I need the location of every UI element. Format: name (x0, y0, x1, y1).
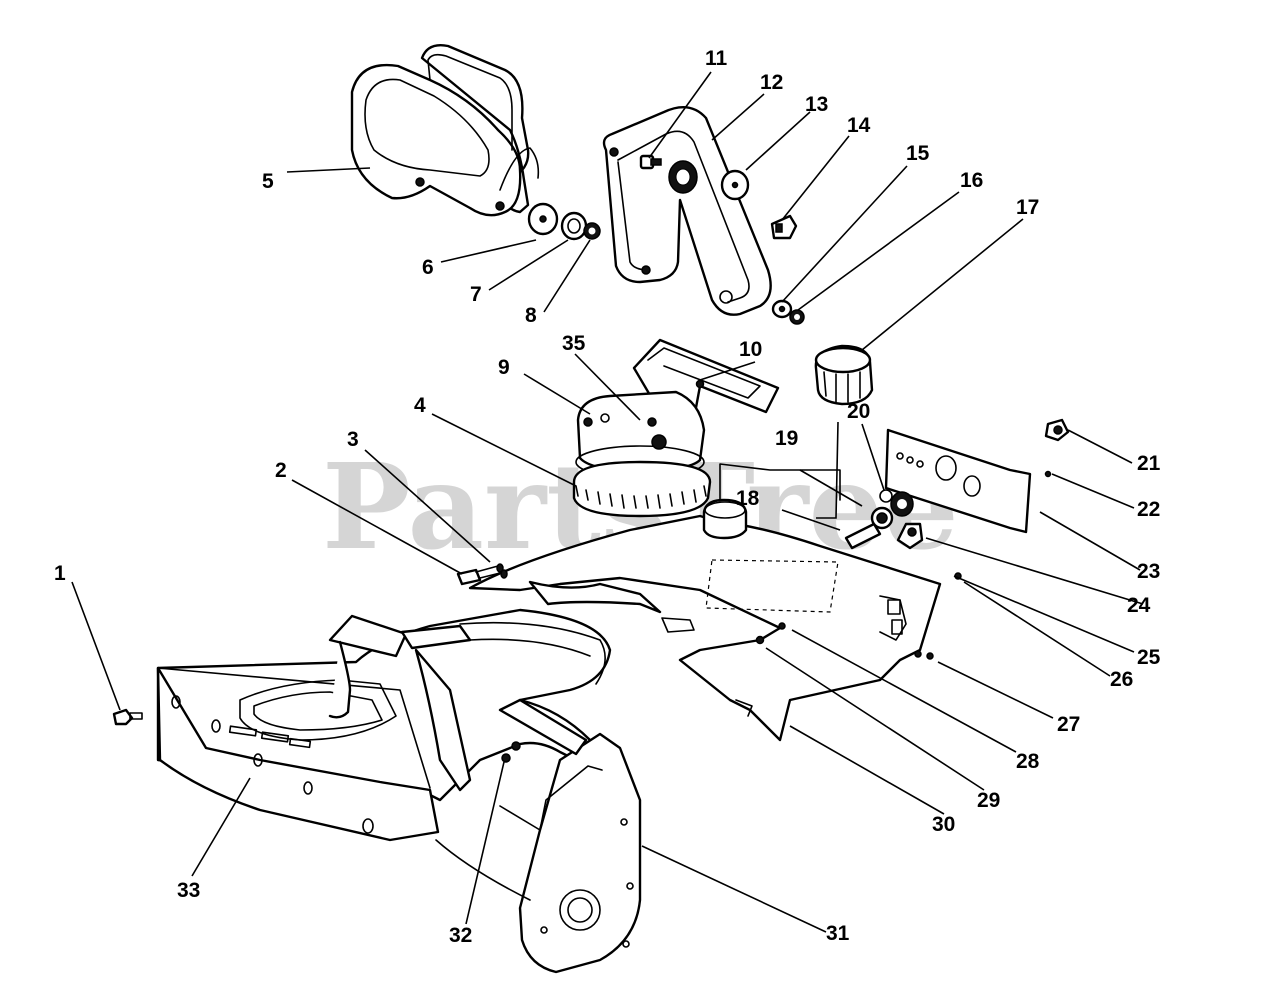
callout-9: 9 (498, 356, 510, 379)
callout-28: 28 (1016, 750, 1040, 773)
callout-16: 16 (960, 169, 983, 192)
callout-13: 13 (805, 93, 828, 116)
hardware-small (112, 418, 1070, 726)
leader-lines (71, 71, 1144, 933)
callout-26: 26 (1110, 668, 1133, 691)
callout-29: 29 (977, 789, 1000, 812)
callout-30: 30 (932, 813, 955, 836)
callout-22: 22 (1137, 498, 1160, 521)
callout-23: 23 (1137, 560, 1160, 583)
parts-6-7-8 (527, 202, 601, 241)
callout-31: 31 (826, 922, 850, 945)
part-front-housing (156, 608, 622, 842)
callouts: 1 2 3 4 5 6 7 8 9 10 11 12 13 14 15 16 1… (54, 47, 1161, 947)
callout-15: 15 (906, 142, 930, 165)
callout-7: 7 (470, 283, 482, 306)
callout-20: 20 (847, 400, 870, 423)
callout-11: 11 (705, 47, 728, 70)
callout-5: 5 (262, 170, 274, 193)
part-17-cap (814, 344, 874, 406)
callout-8: 8 (525, 304, 537, 327)
callout-33: 33 (177, 879, 200, 902)
callout-24: 24 (1127, 594, 1151, 617)
callout-10: 10 (739, 338, 762, 361)
callout-14: 14 (847, 114, 871, 137)
parts-13-14-15-16 (720, 169, 805, 325)
callout-6: 6 (422, 256, 434, 279)
callout-27: 27 (1057, 713, 1080, 736)
callout-19: 19 (775, 427, 798, 450)
part-12-bracket (602, 106, 772, 316)
callout-32: 32 (449, 924, 472, 947)
part-chute-assembly (572, 338, 780, 518)
callout-17: 17 (1016, 196, 1039, 219)
callout-4: 4 (414, 394, 426, 417)
callout-25: 25 (1137, 646, 1161, 669)
part-5-deflector (350, 44, 540, 217)
callout-21: 21 (1137, 452, 1161, 475)
callout-18: 18 (736, 487, 760, 510)
callout-1: 1 (54, 562, 66, 585)
callout-3: 3 (347, 428, 359, 451)
callout-35: 35 (562, 332, 586, 355)
part-31-side-plate (435, 698, 642, 974)
callout-2: 2 (275, 459, 287, 482)
callout-12: 12 (760, 71, 783, 94)
